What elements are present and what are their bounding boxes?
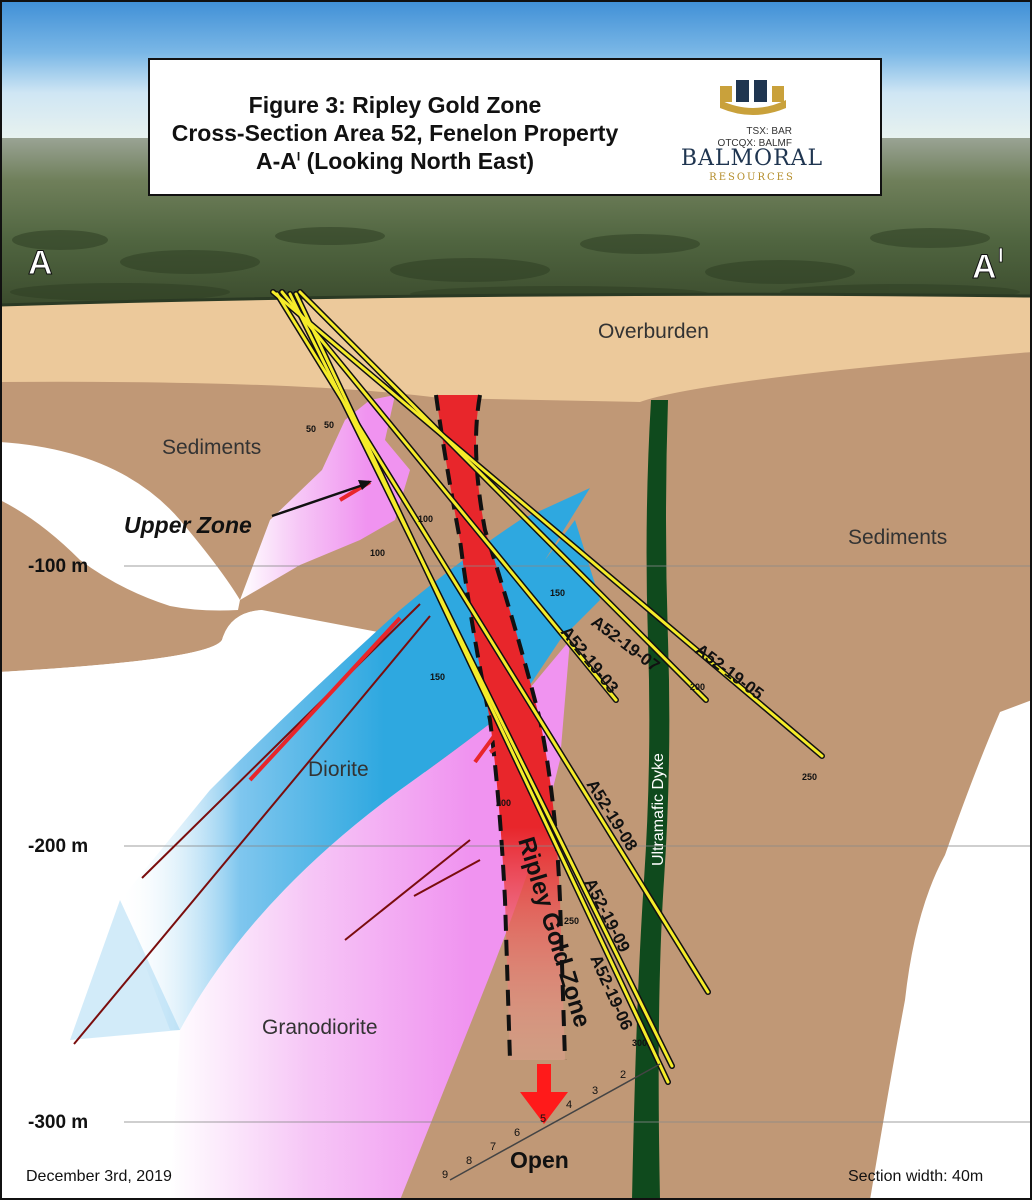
label-overburden: Overburden <box>598 320 709 343</box>
depth-label-100: -100 m <box>28 556 88 577</box>
ripley-zone-boundary-right <box>474 394 567 1061</box>
depth-label-300: -300 m <box>28 1112 88 1133</box>
ripley-zone-boundary-left <box>434 394 512 1061</box>
depth-label-200: -200 m <box>28 836 88 857</box>
vegetation-texture <box>10 227 1020 302</box>
scale-tick-7: 7 <box>490 1141 496 1153</box>
drill-hole-a52-19-06 <box>294 292 670 1084</box>
scale-tick-2: 2 <box>620 1069 626 1081</box>
depth-mark-150-a: 150 <box>430 672 445 682</box>
open-arrow <box>520 1064 568 1124</box>
label-section-end-sup: I <box>998 245 1004 267</box>
scale-tick-3: 3 <box>592 1085 598 1097</box>
scale-tick-6: 6 <box>514 1127 520 1139</box>
depth-mark-100-b: 100 <box>370 548 385 558</box>
title-line-3: A-AI (Looking North East) <box>150 148 640 175</box>
depth-mark-150-b: 150 <box>550 588 565 598</box>
footer-section-width: Section width: 40m <box>848 1168 984 1185</box>
title-line-3-rest: (Looking North East) <box>300 148 535 174</box>
depth-mark-200-b: 200 <box>690 682 705 692</box>
scale-bar <box>449 1063 661 1181</box>
title-box: Figure 3: Ripley Gold Zone Cross-Section… <box>148 58 882 196</box>
scale-tick-8: 8 <box>466 1155 472 1167</box>
label-ultramafic-dyke: Ultramafic Dyke <box>650 753 667 866</box>
drill-holes-fill <box>271 290 824 1084</box>
overburden-layer <box>0 294 1032 402</box>
label-open: Open <box>510 1147 569 1173</box>
scale-tick-9: 9 <box>442 1169 448 1181</box>
logo-sub: RESOURCES <box>709 172 795 183</box>
depth-mark-250-a: 250 <box>564 916 579 926</box>
logo-name: BALMORAL <box>680 146 824 171</box>
label-granodiorite: Granodiorite <box>262 1016 378 1039</box>
label-sediments-left: Sediments <box>162 436 261 459</box>
title-line-3-main: A-A <box>255 148 297 174</box>
balmoral-logo-icon <box>720 80 786 115</box>
title-line-2: Cross-Section Area 52, Fenelon Property <box>171 120 619 146</box>
title-line-3-sup: I <box>296 149 301 164</box>
drill-hole-extensions <box>73 603 481 1045</box>
label-upper-zone: Upper Zone <box>124 512 252 538</box>
depth-mark-50-a: 50 <box>306 424 316 434</box>
drill-hole-a52-19-05 <box>271 290 824 758</box>
upper-zone-leader <box>271 482 367 518</box>
depth-mark-250-b: 250 <box>802 772 817 782</box>
diorite-lower-edge <box>70 900 180 1040</box>
upper-zone-arrowhead <box>358 480 372 490</box>
logo-ticker-1: TSX: BAR <box>746 126 792 137</box>
footer-date: December 3rd, 2019 <box>26 1168 172 1185</box>
title-line-1: Figure 3: Ripley Gold Zone <box>248 92 542 118</box>
drill-hole-a52-19-09 <box>288 292 674 1068</box>
label-section-end: A <box>972 248 997 286</box>
scale-tick-4: 4 <box>566 1099 572 1111</box>
overburden-top-edge <box>0 292 1032 307</box>
label-diorite: Diorite <box>308 758 369 781</box>
void-upper-left <box>0 442 240 611</box>
depth-mark-100-a: 100 <box>418 514 433 524</box>
depth-mark-200-a: 200 <box>496 798 511 808</box>
scale-tick-5: 5 <box>540 1113 546 1125</box>
logo-ticker-2: OTCQX: BALMF <box>717 138 792 149</box>
label-sediments-right: Sediments <box>848 526 947 549</box>
depth-mark-50-b: 50 <box>324 420 334 430</box>
drill-hole-a52-19-03 <box>280 290 618 702</box>
drill-hole-a52-19-07 <box>298 290 708 702</box>
label-section-start: A <box>28 244 53 282</box>
depth-mark-300-a: 300 <box>632 1038 647 1048</box>
